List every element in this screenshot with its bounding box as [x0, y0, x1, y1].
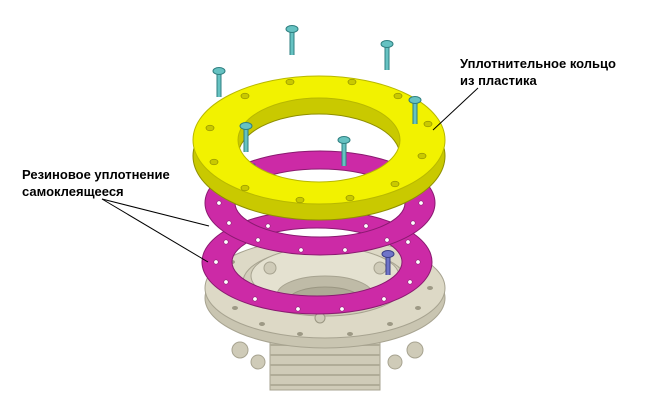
fastening-screws: [212, 25, 422, 275]
rubber-seal-label: Резиновое уплотнение самоклеящееся: [22, 166, 170, 200]
screw: [380, 40, 394, 70]
screw: [285, 25, 299, 55]
screw: [239, 122, 253, 152]
screw: [337, 136, 351, 166]
plastic-ring-label-line2: из пластика: [460, 73, 537, 88]
rubber-seal-label-line1: Резиновое уплотнение: [22, 167, 170, 182]
leader-line-plastic: [432, 87, 479, 131]
rubber-seal-label-line2: самоклеящееся: [22, 184, 124, 199]
screw: [381, 250, 395, 275]
plastic-ring-label-line1: Уплотнительное кольцо: [460, 56, 616, 71]
plastic-ring-label: Уплотнительное кольцо из пластика: [460, 55, 616, 89]
screw: [212, 67, 226, 97]
plastic-sealing-ring: [192, 75, 446, 221]
leader-line-rubber-lower: [101, 198, 209, 263]
leader-line-rubber-upper: [101, 198, 210, 227]
screw: [408, 96, 422, 124]
leader-lines: [101, 87, 479, 263]
